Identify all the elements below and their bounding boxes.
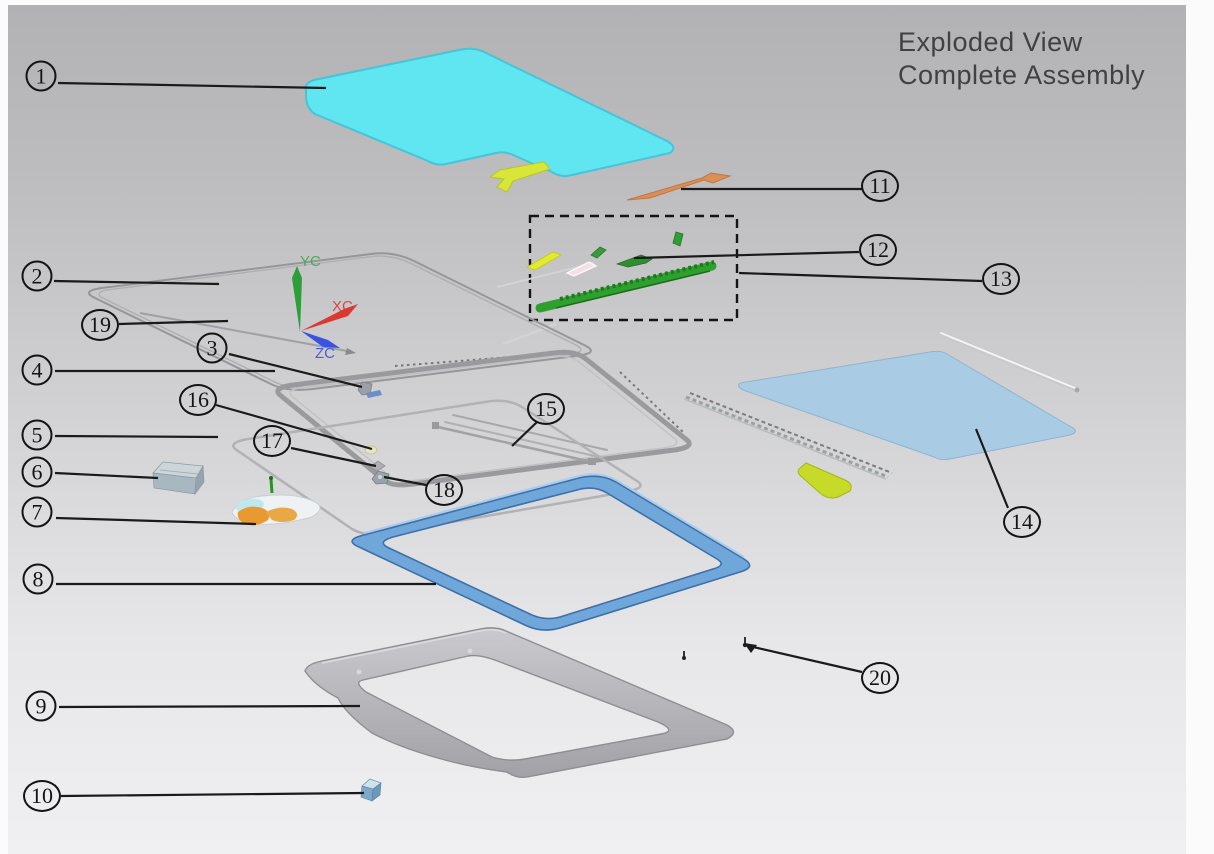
callout-8: 8 [22, 563, 54, 595]
drive-unit-group [496, 214, 739, 346]
leader-line-19 [118, 319, 229, 326]
leader-line-3 [228, 352, 363, 389]
drive-rail-teeth [559, 260, 715, 301]
clip-18 [371, 470, 390, 485]
leader-line-2 [53, 279, 220, 286]
drive-rail [535, 261, 717, 313]
drive-motor [152, 461, 205, 496]
green-clip-a [590, 246, 607, 259]
leader-line-5 [54, 434, 219, 439]
coordinate-triad: YC XC ZC [292, 253, 358, 362]
sunshade-handle [797, 462, 852, 499]
callout-12: 12 [859, 234, 897, 266]
title-line-1: Exploded View [898, 27, 1083, 57]
callout-2: 2 [21, 260, 53, 292]
x-axis-label: XC [332, 298, 353, 315]
callout-15: 15 [527, 393, 565, 425]
callout-18: 18 [425, 474, 463, 506]
leader-line-6 [54, 471, 159, 480]
sunshade-group [683, 331, 1080, 499]
leader-line-14 [974, 428, 1010, 509]
callout-14: 14 [1003, 506, 1041, 538]
leader-line-9 [58, 704, 361, 709]
callout-16: 16 [179, 384, 217, 416]
y-axis-arrow [292, 266, 302, 332]
callout-11: 11 [861, 170, 899, 202]
x-axis-arrow [301, 304, 358, 331]
drain-assembly [231, 476, 321, 526]
clip-17 [369, 460, 386, 472]
leader-arrowhead-20 [744, 643, 757, 653]
callout-6: 6 [21, 456, 53, 488]
y-axis-label: YC [300, 253, 321, 270]
leader-line-10 [60, 791, 365, 798]
callout-7: 7 [21, 496, 53, 528]
rubber-block [360, 778, 382, 802]
callout-5: 5 [21, 419, 53, 451]
silver-rod [939, 331, 1080, 393]
edge-seal-strip [139, 312, 356, 355]
callout-19: 19 [81, 309, 119, 341]
diagram-title: Exploded View Complete Assembly [898, 26, 1145, 92]
z-axis-arrow [301, 331, 340, 348]
callout-9: 9 [25, 690, 57, 722]
leader-line-7 [55, 516, 257, 526]
leader-line-16 [215, 403, 373, 451]
callout-3: 3 [196, 332, 228, 364]
callout-1: 1 [25, 60, 57, 92]
mechanism-frame [275, 349, 692, 488]
z-axis-label: ZC [315, 345, 335, 362]
leader-line-17 [290, 446, 377, 468]
leader-line-18 [383, 475, 427, 487]
yellow-slider [526, 251, 562, 271]
screw-pair [682, 637, 748, 660]
callout-20: 20 [861, 662, 899, 694]
leader-line-20 [748, 644, 863, 674]
glass-panel [304, 47, 675, 193]
green-clip-b [672, 231, 684, 247]
rack-strip [683, 392, 893, 480]
deflector-strip [626, 172, 732, 201]
reinforcement-frame [304, 627, 735, 779]
callout-4: 4 [21, 354, 53, 386]
leader-line-12 [633, 250, 860, 260]
white-slider [565, 261, 598, 277]
seal-frame-blue [351, 473, 751, 631]
callout-10: 10 [23, 780, 61, 812]
small-bracket [357, 381, 382, 398]
leader-line-15 [511, 421, 538, 447]
leader-line-1 [57, 81, 327, 90]
bracket-blue-pad [366, 390, 382, 398]
title-line-2: Complete Assembly [898, 60, 1146, 90]
callout-17: 17 [253, 425, 291, 457]
drive-rail-shadow [555, 270, 711, 309]
glass-yellow-bracket [488, 161, 551, 193]
callout-13: 13 [982, 263, 1020, 295]
sunshade-panel [738, 350, 1076, 461]
leader-line-13 [738, 271, 983, 283]
